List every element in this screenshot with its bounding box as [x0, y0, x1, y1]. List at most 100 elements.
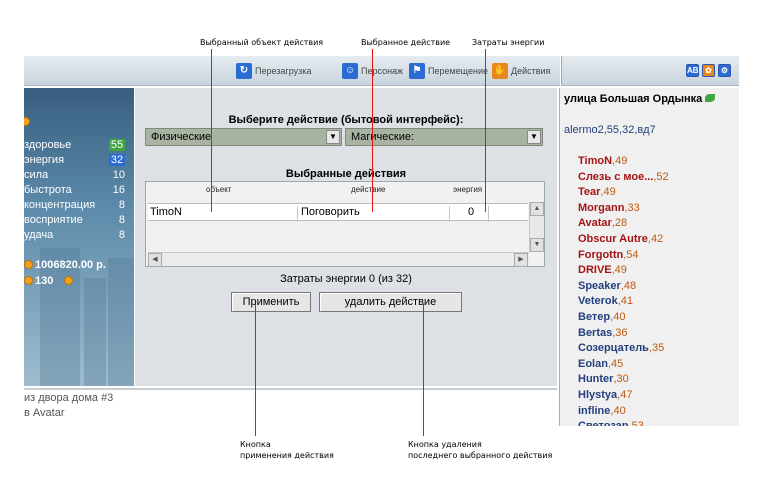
flower-icon[interactable]: ✿: [702, 64, 715, 77]
row-object: TimoN: [150, 206, 182, 218]
column-header-energy: энергия: [453, 185, 483, 194]
scroll-up-icon[interactable]: ▲: [530, 202, 544, 216]
player-entry[interactable]: Слезь с мое...,52: [578, 171, 669, 183]
player-level: ,48: [620, 279, 637, 292]
reload-icon: ↻: [236, 63, 252, 79]
player-entry[interactable]: Morgann,33: [578, 202, 640, 214]
player-name: Hlystya: [578, 389, 618, 401]
player-entry[interactable]: Tear,49: [578, 186, 616, 198]
stat-label: восприятие: [24, 214, 83, 226]
player-entry[interactable]: TimoN,49: [578, 155, 627, 167]
player-entry[interactable]: infline,40: [578, 405, 626, 417]
stat-value: 10: [112, 169, 125, 181]
player-name: Слезь с мое...: [578, 170, 654, 183]
player-name: Светозар: [578, 420, 629, 426]
row-energy: 0: [468, 206, 475, 218]
callout-delete-line2: последнего выбранного действия: [408, 451, 553, 460]
stat-value: 8: [118, 229, 125, 241]
player-name: Morgann: [578, 201, 625, 214]
move-label: Перемещение: [428, 66, 488, 76]
player-name: Obscur Autre: [578, 233, 648, 245]
coin-icon: [24, 117, 30, 126]
actions-button[interactable]: ✋ Действия: [492, 63, 550, 79]
stat-row: восприятие 8: [24, 214, 129, 228]
player-level: ,40: [610, 311, 626, 323]
ab-icon[interactable]: AB: [686, 64, 699, 77]
stat-value: 55: [109, 139, 125, 151]
money-rubles: 1006820.00 р.: [24, 259, 106, 271]
table-row[interactable]: TimoN Поговорить 0: [148, 203, 528, 222]
player-entry[interactable]: Avatar,28: [578, 217, 627, 229]
callout-apply-line2: применения действия: [240, 451, 334, 460]
player-name: Forgottn: [578, 248, 624, 261]
player-level: ,53: [629, 420, 644, 426]
physical-actions-select[interactable]: Физические ▼: [145, 128, 342, 146]
apply-button[interactable]: Применить: [231, 292, 311, 312]
horizontal-scrollbar[interactable]: ◀ ▶: [148, 252, 529, 267]
player-entry[interactable]: Forgottn,54: [578, 249, 639, 261]
stat-value: 8: [118, 214, 125, 226]
player-name: Bertas: [578, 326, 613, 339]
character-button[interactable]: ☺ Персонаж: [342, 63, 403, 79]
player-level: ,41: [617, 295, 634, 308]
choose-action-title: Выберите действие (бытовой интерфейс):: [228, 114, 464, 126]
player-level: ,49: [600, 186, 616, 199]
player-entry[interactable]: Eolan,45: [578, 358, 623, 370]
log-line: в Avatar: [24, 407, 65, 419]
player-level: ,30: [613, 373, 629, 386]
coin-icon: [24, 260, 33, 269]
scroll-left-icon[interactable]: ◀: [148, 253, 162, 267]
vertical-scrollbar[interactable]: ▲ ▼: [529, 202, 544, 252]
magic-actions-select[interactable]: Магические: ▼: [345, 128, 543, 146]
player-name: Созерцатель: [578, 342, 649, 355]
player-level: ,36: [612, 326, 628, 339]
action-panel: Выберите действие (бытовой интерфейс): Ф…: [135, 88, 557, 386]
reload-button[interactable]: ↻ Перезагрузка: [236, 63, 311, 79]
self-player[interactable]: alermo2,55,32,вд7: [564, 124, 656, 136]
player-entry[interactable]: Obscur Autre,42: [578, 233, 663, 245]
column-header-action: действие: [351, 185, 386, 194]
player-name: Tear: [578, 186, 601, 199]
actions-label: Действия: [511, 66, 551, 76]
player-entry[interactable]: Созерцатель,35: [578, 342, 664, 354]
player-name: DRIVE: [578, 264, 612, 277]
stat-label: здоровье: [24, 139, 72, 151]
location-title: улица Большая Ордынка: [564, 93, 716, 105]
column-header-object: объект: [206, 185, 232, 194]
scroll-right-icon[interactable]: ▶: [514, 253, 528, 267]
player-level: ,49: [611, 264, 627, 277]
player-entry[interactable]: Hlystya,47: [578, 389, 632, 401]
player-name: Speaker: [578, 279, 621, 292]
stat-label: удача: [24, 229, 54, 241]
scroll-down-icon[interactable]: ▼: [530, 238, 544, 252]
coin-icon: [64, 276, 74, 285]
player-level: ,33: [624, 201, 640, 214]
leaf-icon: [705, 94, 716, 102]
player-name: infline: [578, 404, 611, 417]
player-entry[interactable]: Bertas,36: [578, 327, 628, 339]
player-level: ,45: [607, 357, 624, 370]
player-entry[interactable]: Ветер,40: [578, 311, 625, 323]
player-name: Eolan: [578, 357, 608, 370]
move-button[interactable]: ⚑ Перемещение: [409, 63, 488, 79]
settings-icon[interactable]: ⚙: [718, 64, 731, 77]
player-name: Veterok: [578, 295, 618, 308]
player-entry[interactable]: Hunter,30: [578, 373, 629, 385]
reload-label: Перезагрузка: [255, 66, 312, 76]
player-entry[interactable]: Светозар,53: [578, 420, 644, 426]
callout-selected-object: Выбранный объект действия: [200, 38, 324, 47]
player-entry[interactable]: Veterok,41: [578, 295, 633, 307]
callout-energy-cost: Затраты энергии: [472, 38, 545, 47]
player-entry[interactable]: DRIVE,49: [578, 264, 627, 276]
stat-label: быстрота: [24, 184, 72, 196]
player-entry[interactable]: Speaker,48: [578, 280, 636, 292]
delete-action-button[interactable]: удалить действие: [319, 292, 462, 312]
row-action: Поговорить: [301, 206, 360, 218]
selected-actions-title: Выбранные действия: [285, 168, 407, 180]
coin-icon: [24, 276, 33, 285]
callout-delete-line1: Кнопка удаления: [408, 440, 482, 449]
stat-label: концентрация: [24, 199, 96, 211]
